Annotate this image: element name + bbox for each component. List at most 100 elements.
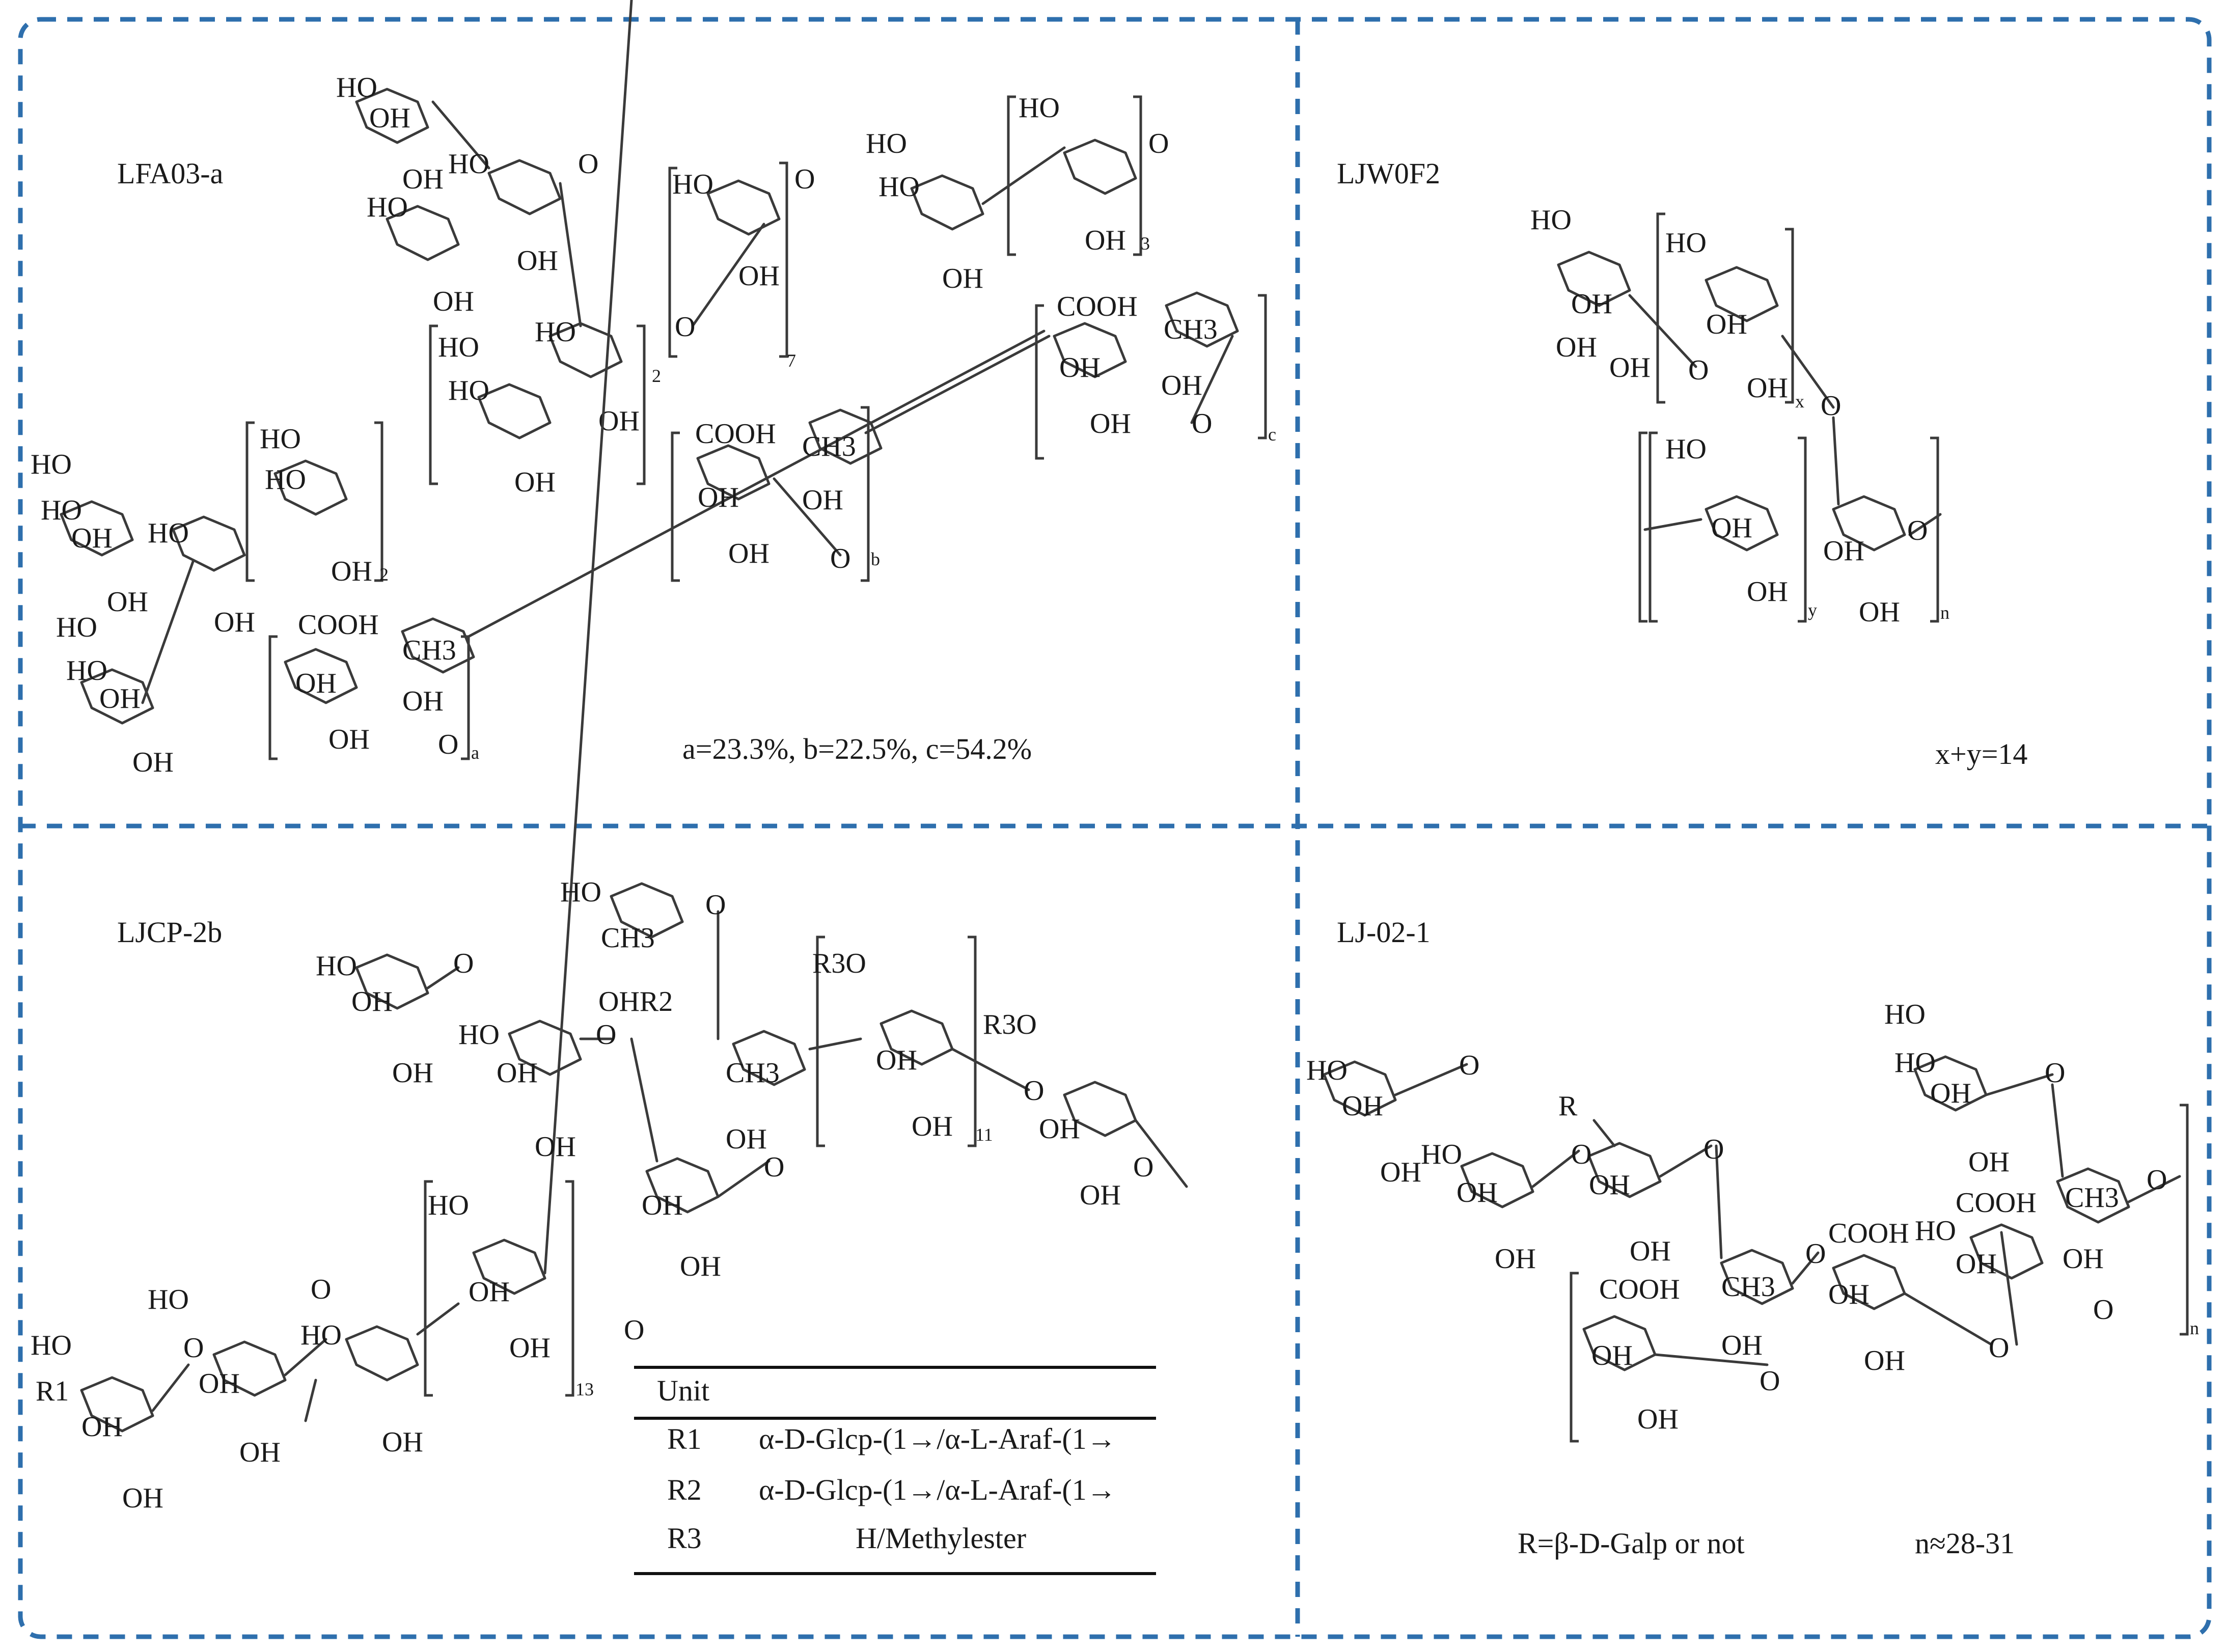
atom-label: CH3 [1721, 1271, 1775, 1303]
subscript-label: n [1940, 602, 1949, 623]
atom-label: R1 [36, 1375, 69, 1407]
atom-label: OH [402, 163, 444, 195]
atom-label: OH [1380, 1157, 1421, 1188]
atom-label: OH [1823, 535, 1864, 567]
ljcp-2b-structure [80, 0, 1188, 1433]
atom-label: OH [738, 260, 780, 292]
atom-label: O [2147, 1164, 2167, 1196]
atom-label: HO [448, 148, 489, 180]
atom-label: HO [1019, 92, 1060, 124]
atom-label: CH3 [402, 635, 456, 666]
atom-label: R3O [983, 1009, 1037, 1040]
atom-label: HO [1421, 1139, 1462, 1170]
atom-label: CH3 [2065, 1182, 2119, 1214]
atom-label: OH [1571, 288, 1612, 320]
atom-label: O [1192, 408, 1212, 439]
subscript-label: x [1795, 391, 1804, 411]
table-row-value: α-D-Glcp-(1→/α-L-Araf-(1→ [759, 1473, 1116, 1506]
atom-label: OH [726, 1123, 767, 1155]
atom-label: O [1760, 1365, 1780, 1397]
atom-label: CH3 [726, 1057, 780, 1089]
substituent-table: Unit R1 α-D-Glcp-(1→/α-L-Araf-(1→ R2 α-D… [634, 1366, 1156, 1575]
atom-label: HO [1665, 227, 1707, 259]
atom-label: R [1558, 1090, 1578, 1122]
atom-label: OH [71, 522, 113, 554]
atom-label: O [1907, 515, 1928, 546]
atom-label: HO [66, 655, 107, 686]
atom-label: OH [382, 1426, 423, 1458]
atom-label: O [1571, 1139, 1591, 1170]
atom-label: O [1133, 1151, 1153, 1183]
atom-label: HO [1915, 1215, 1956, 1247]
atom-label: OHR2 [598, 986, 673, 1017]
atom-label: CH3 [1164, 314, 1218, 345]
atom-label: OH [509, 1332, 551, 1364]
atom-label: OH [1080, 1179, 1121, 1211]
panel-lj-02-1: LJ-02-1 HO O [1306, 916, 2199, 1560]
atom-label: OH [517, 245, 558, 277]
panel-lfa03-a: LFA03-a [31, 72, 1276, 778]
table-row-key: R3 [667, 1522, 702, 1555]
atom-label: OH [1968, 1146, 2010, 1178]
panel-ljw0f2: LJW0F2 HO OH OH OH HO OH OH O [1337, 157, 2027, 770]
ljw0f2-structure [1557, 212, 1942, 623]
atom-label: OH [199, 1368, 240, 1399]
atom-label: OH [497, 1057, 538, 1089]
atom-label: O [2045, 1057, 2065, 1089]
atom-label: OH [1456, 1177, 1498, 1208]
lfa03-a-atom-labels: HO OH OH HO OH HO OH HO OH HO HO OH HO O… [31, 72, 1276, 778]
atom-label: COOH [1599, 1274, 1680, 1305]
atom-label: OH [122, 1482, 163, 1514]
atom-label: HO [31, 1330, 72, 1361]
subscript-label: 13 [575, 1379, 594, 1399]
atom-label: OH [351, 986, 393, 1017]
atom-label: COOH [1057, 291, 1138, 322]
atom-label: COOH [1956, 1187, 2037, 1219]
atom-label: OH [214, 607, 255, 638]
atom-label: OH [1721, 1330, 1763, 1361]
atom-label: O [1148, 128, 1169, 159]
lfa03-a-composition: a=23.3%, b=22.5%, c=54.2% [682, 732, 1032, 765]
atom-label: COOH [1828, 1218, 1909, 1249]
atom-label: OH [680, 1251, 721, 1282]
atom-label: O [705, 889, 726, 921]
atom-label: O [1989, 1332, 2009, 1364]
atom-label: OH [1039, 1113, 1080, 1145]
atom-label: O [830, 543, 850, 574]
atom-label: OH [1591, 1340, 1633, 1371]
atom-label: OH [1637, 1403, 1679, 1435]
atom-label: OH [642, 1190, 683, 1221]
table-row-key: R2 [667, 1473, 702, 1506]
table-row-key: R1 [667, 1422, 702, 1455]
atom-label: HO [878, 171, 920, 203]
atom-label: OH [433, 286, 474, 317]
atom-label: O [578, 148, 598, 180]
subscript-label: 2 [652, 366, 661, 386]
atom-label: OH [2063, 1243, 2104, 1275]
atom-label: OH [1859, 596, 1900, 628]
atom-label: HO [31, 449, 72, 480]
atom-label: O [675, 311, 695, 343]
lj-02-1-substituent-note: R=β-D-Galp or not [1518, 1527, 1745, 1560]
panel-title-ljcp-2b: LJCP-2b [117, 916, 222, 949]
atom-label: OH [295, 668, 337, 699]
atom-label: OH [107, 586, 148, 618]
atom-label: HO [316, 950, 357, 982]
subscript-label: 7 [787, 350, 796, 371]
subscript-label: y [1808, 600, 1817, 620]
subscript-label: 3 [1141, 233, 1150, 254]
atom-label: HO [148, 517, 189, 549]
atom-label: OH [802, 484, 843, 516]
atom-label: OH [81, 1411, 123, 1443]
table-header-unit: Unit [657, 1374, 709, 1407]
lfa03-a-structure [60, 88, 1239, 725]
atom-label: OH [331, 556, 372, 587]
atom-label: COOH [298, 609, 379, 641]
atom-label: O [1821, 390, 1841, 422]
subscript-label: b [871, 549, 880, 569]
atom-label: O [1703, 1134, 1724, 1165]
panel-title-lj-02-1: LJ-02-1 [1337, 916, 1431, 949]
atom-label: OH [1161, 370, 1202, 401]
atom-label: HO [560, 876, 601, 908]
atom-label: O [1688, 354, 1709, 386]
